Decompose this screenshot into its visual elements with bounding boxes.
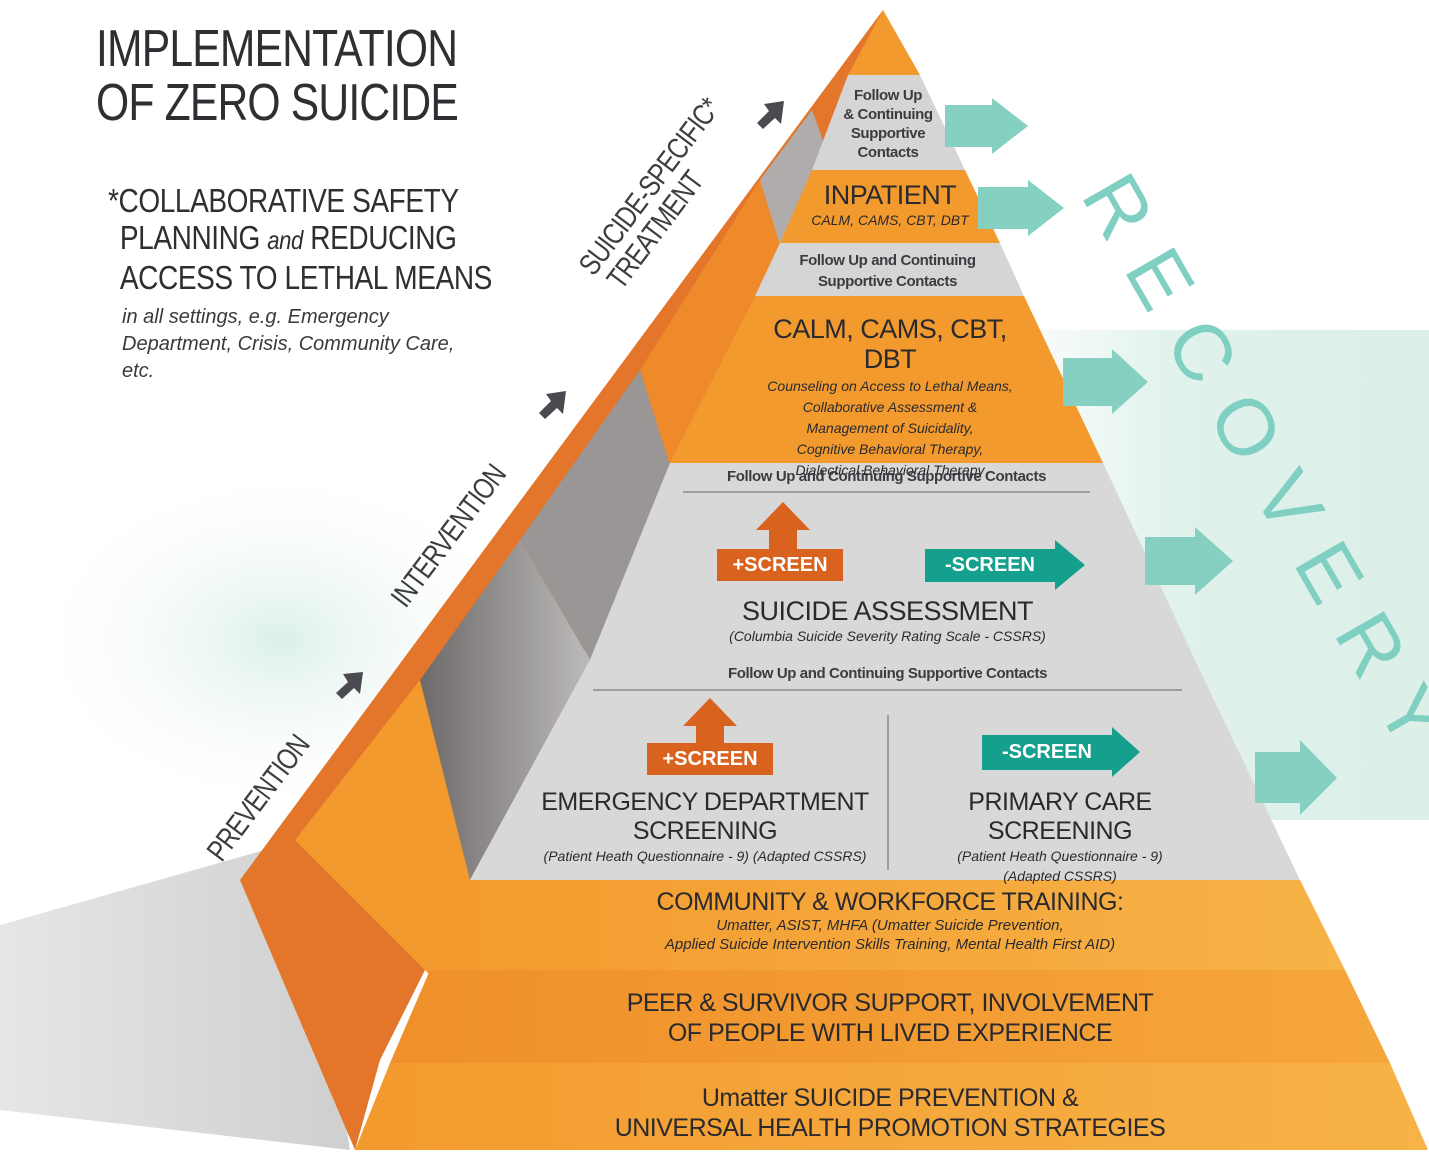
top-followup-line: Contacts xyxy=(857,144,919,161)
minus-screen-arrow xyxy=(925,540,1085,590)
note-line-1: *COLLABORATIVE SAFETY xyxy=(108,182,459,219)
left-face-therapy xyxy=(640,180,780,465)
apex xyxy=(848,10,920,75)
right-arrow-icon xyxy=(978,180,1064,236)
note-line-2: PLANNING and REDUCING xyxy=(108,219,508,259)
followup-2: Follow Up and Continuing Supportive Cont… xyxy=(770,250,1005,292)
ed-title-line: SCREENING xyxy=(632,817,778,845)
note-line-3: ACCESS TO LETHAL MEANS xyxy=(119,259,492,296)
assessment-sub: (Columbia Suicide Severity Rating Scale … xyxy=(729,628,1046,644)
minus-screen-label: -SCREEN xyxy=(944,554,1035,576)
tier-screening xyxy=(470,660,1300,880)
primary-title: PRIMARY CARE SCREENING xyxy=(968,788,1152,845)
up-right-arrow-icon xyxy=(757,101,784,129)
therapies-line: Cognitive Behavioral Therapy, xyxy=(796,441,984,457)
inpatient-sub: CALM, CAMS, CBT, DBT xyxy=(811,212,969,228)
ed-block: EMERGENCY DEPARTMENT SCREENING (Patient … xyxy=(505,788,905,866)
right-arrow-icon xyxy=(1255,740,1337,815)
tier-peer xyxy=(390,970,1390,1063)
tier-community xyxy=(430,880,1345,970)
tier-base xyxy=(355,1063,1428,1150)
left-face-upper xyxy=(760,110,830,245)
tier-therapies xyxy=(670,296,1103,463)
top-followup-line: Supportive xyxy=(850,125,926,142)
left-face-assessment xyxy=(420,540,590,880)
base-block: Umatter SUICIDE PREVENTION & UNIVERSAL H… xyxy=(560,1083,1220,1143)
title-line-1: IMPLEMENTATION xyxy=(96,20,458,78)
title-line-2: OF ZERO SUICIDE xyxy=(96,74,459,132)
peer-line: PEER & SURVIVOR SUPPORT, INVOLVEMENT xyxy=(626,989,1154,1017)
ed-sub: (Patient Heath Questionnaire - 9) (Adapt… xyxy=(543,848,867,864)
inpatient-title: INPATIENT xyxy=(823,180,957,210)
up-right-arrow-icon xyxy=(336,672,363,699)
therapies-title: CALM, CAMS, CBT, DBT xyxy=(773,314,1007,374)
up-arrow-icon xyxy=(683,698,737,746)
community-title: COMMUNITY & WORKFORCE TRAINING: xyxy=(656,888,1124,916)
left-face-prevention xyxy=(295,680,470,975)
tier-followup-2 xyxy=(755,243,1024,296)
peer-line: OF PEOPLE WITH LIVED EXPERIENCE xyxy=(667,1019,1113,1047)
plus-screen-badge: +SCREEN xyxy=(647,743,773,775)
assessment-block: SUICIDE ASSESSMENT (Columbia Suicide Sev… xyxy=(690,596,1085,646)
note-reducing: REDUCING xyxy=(310,219,457,256)
top-followup: Follow Up & Continuing Supportive Contac… xyxy=(838,86,938,162)
note-planning: PLANNING xyxy=(119,219,260,256)
followup-3: Follow Up and Continuing Supportive Cont… xyxy=(726,468,1047,485)
top-followup-line: & Continuing xyxy=(843,106,933,123)
therapies-line: Collaborative Assessment & xyxy=(802,399,978,415)
assessment-title: SUICIDE ASSESSMENT xyxy=(741,596,1034,626)
note-subtext: in all settings, e.g. Emergency Departme… xyxy=(122,306,455,382)
safety-note: *COLLABORATIVE SAFETY PLANNING and REDUC… xyxy=(108,182,508,296)
top-followup-line: Follow Up xyxy=(853,87,923,104)
minus-screen-arrow xyxy=(982,727,1140,777)
page-title: IMPLEMENTATION OF ZERO SUICIDE xyxy=(96,22,481,130)
primary-sub: (Adapted CSSRS) xyxy=(1003,868,1117,884)
peer-block: PEER & SURVIVOR SUPPORT, INVOLVEMENT OF … xyxy=(560,988,1220,1048)
followup-4: Follow Up and Continuing Supportive Cont… xyxy=(727,665,1048,682)
followup-2-line: Supportive Contacts xyxy=(817,273,958,290)
tier-inpatient xyxy=(780,170,1000,243)
therapies-line: Dialectical Behavioral Therapy xyxy=(795,462,985,478)
community-sub: Umatter, ASIST, MHFA (Umatter Suicide Pr… xyxy=(716,917,1064,934)
community-block: COMMUNITY & WORKFORCE TRAINING: Umatter,… xyxy=(580,888,1200,954)
note-and: and xyxy=(267,225,303,255)
therapies-block: CALM, CAMS, CBT, DBT Counseling on Acces… xyxy=(745,314,1035,481)
inpatient-block: INPATIENT CALM, CAMS, CBT, DBT xyxy=(780,180,1000,230)
up-arrow-icon xyxy=(756,502,810,552)
base-line: UNIVERSAL HEALTH PROMOTION STRATEGIES xyxy=(614,1114,1166,1142)
plus-screen-badge: +SCREEN xyxy=(717,549,843,581)
minus-screen-label: -SCREEN xyxy=(1001,741,1092,763)
base-line: Umatter SUICIDE PREVENTION & xyxy=(701,1084,1079,1112)
right-arrow-icon xyxy=(945,98,1028,154)
community-sub: Applied Suicide Intervention Skills Trai… xyxy=(664,936,1116,953)
therapies-line: Management of Suicidality, xyxy=(806,420,974,436)
tier-followup-top xyxy=(812,75,965,170)
up-right-arrow-icon xyxy=(539,391,566,419)
tier-assessment xyxy=(590,463,1195,660)
primary-sub: (Patient Heath Questionnaire - 9) xyxy=(957,848,1163,864)
primary-block: PRIMARY CARE SCREENING (Patient Heath Qu… xyxy=(895,788,1225,886)
left-face-assessment-upper xyxy=(520,370,670,660)
recovery-arrows xyxy=(945,98,1337,815)
right-arrow-icon xyxy=(1145,527,1233,595)
followup-2-line: Follow Up and Continuing xyxy=(799,252,976,269)
ed-title-line: EMERGENCY DEPARTMENT xyxy=(541,788,869,816)
right-arrow-icon xyxy=(1063,349,1148,414)
therapies-line: Counseling on Access to Lethal Means, xyxy=(767,378,1013,394)
